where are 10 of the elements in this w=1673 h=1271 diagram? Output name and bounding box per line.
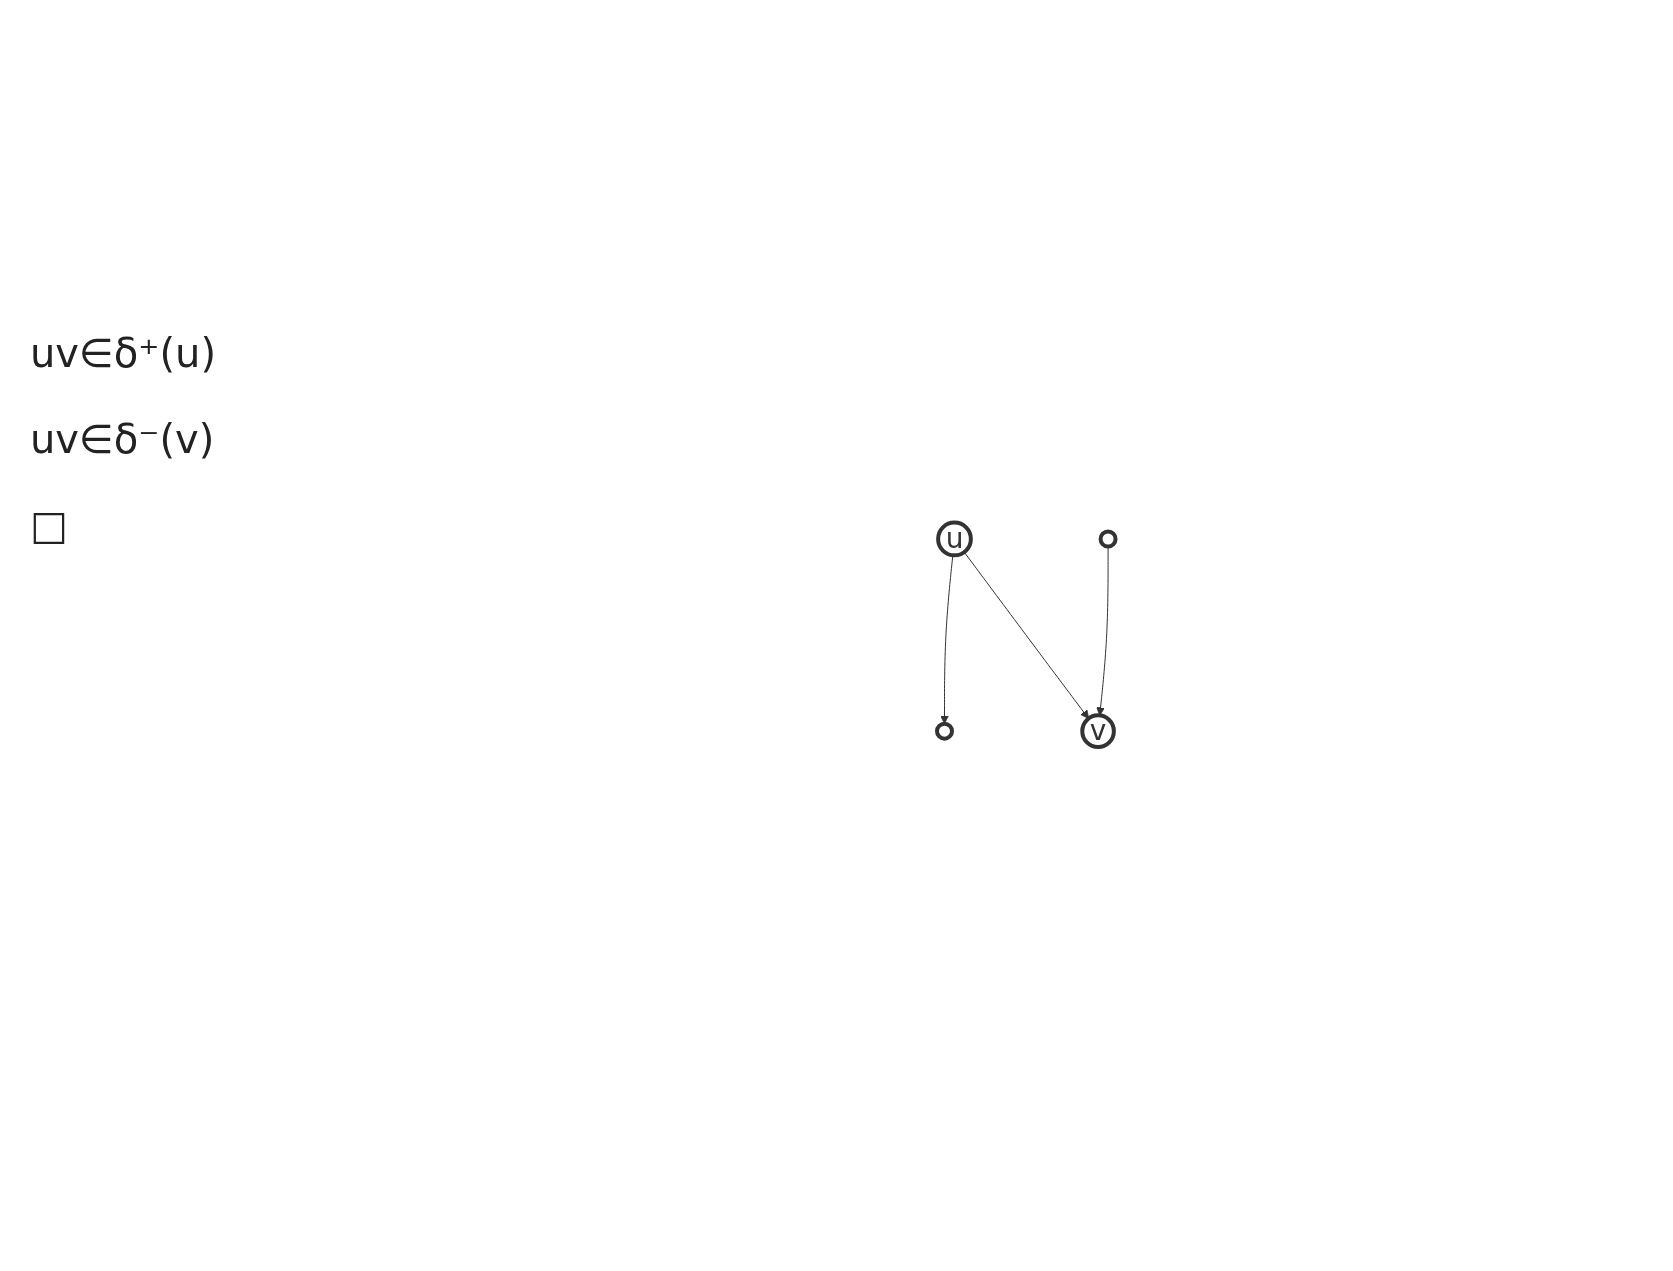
math-label: uv∈δ⁻(v) [30,416,216,462]
arrow [1096,546,1109,717]
node-circle [935,722,955,742]
node-circle: u [936,521,974,558]
arrow [963,552,1090,720]
node-circle [1098,529,1118,549]
node-circle: v [1080,713,1117,750]
arrow [940,555,954,725]
math-label: □ [30,502,69,548]
math-label: uv∈δ⁺(u) [30,330,217,376]
